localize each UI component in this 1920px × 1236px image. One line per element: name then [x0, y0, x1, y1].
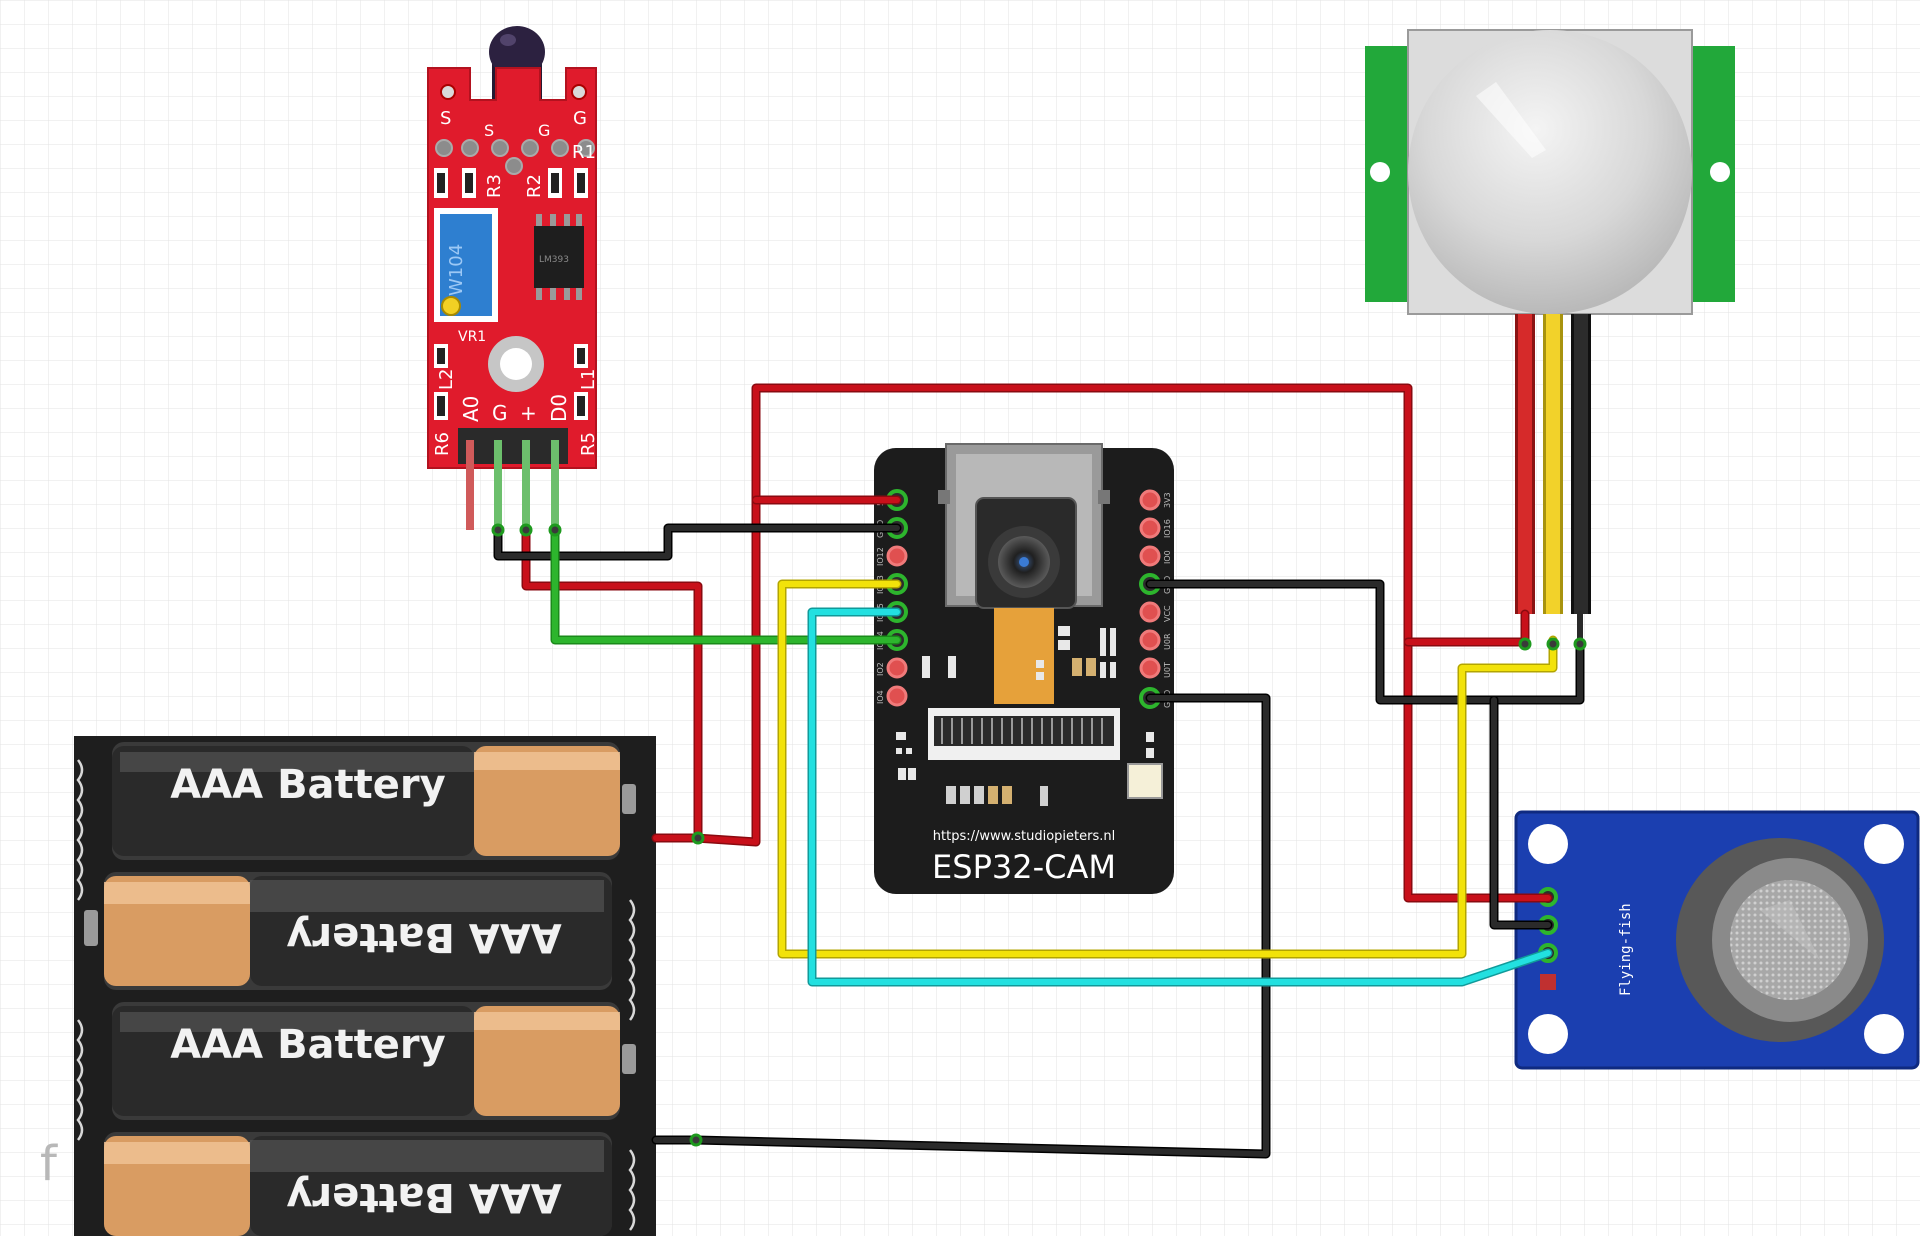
- pir-mount-hole-right: [1710, 162, 1730, 182]
- battery-4: AAA Battery: [104, 1132, 612, 1236]
- pir-dome: [1408, 30, 1692, 314]
- esp-pin-io16: IO16: [1163, 519, 1172, 538]
- esp-pin-io4: IO4: [876, 690, 885, 704]
- chip-text: LM393: [539, 255, 569, 265]
- flame-pin-a0: A0: [459, 396, 483, 422]
- flash-led: [1127, 763, 1163, 799]
- battery-3: AAA Battery: [112, 1002, 636, 1120]
- flame-header: [458, 428, 568, 464]
- gas-brand: Flying-fish: [1618, 903, 1634, 996]
- flame-pin-g: G: [492, 401, 508, 425]
- esp-pin-vcc: VCC: [1163, 605, 1172, 622]
- flame-smd-resistors: [434, 168, 588, 198]
- battery-pack[interactable]: AAA Battery AAA Battery AAA Battery: [40, 736, 656, 1236]
- flame-pin-d0: D0: [547, 394, 571, 422]
- watermark: f: [40, 1136, 58, 1192]
- flame-label-r6: R6: [432, 432, 453, 456]
- esp32-components: [896, 626, 1154, 780]
- flame-label-l2: L2: [436, 369, 457, 390]
- gas-sensor-module[interactable]: Flying-fish: [1514, 810, 1920, 1070]
- battery-2: AAA Battery: [84, 872, 612, 990]
- flame-smd-lower: [434, 344, 588, 420]
- esp-pin-io2: IO2: [876, 662, 885, 676]
- gas-mount-hole-tl: [1528, 824, 1568, 864]
- esp-pin-io0: IO0: [1163, 550, 1172, 564]
- esp32-name: ESP32-CAM: [932, 848, 1116, 886]
- flame-label-r3: R3: [484, 174, 505, 198]
- potentiometer: W104: [434, 208, 498, 322]
- esp32-cam-board[interactable]: 5V GND IO12 IO13 IO15 IO14 IO2 IO4 3V3 I…: [874, 443, 1174, 894]
- gas-mount-hole-tr: [1864, 824, 1904, 864]
- pir-sensor-module[interactable]: [1365, 29, 1735, 614]
- comparator-chip: LM393: [534, 214, 584, 300]
- flame-label-vr1: VR1: [458, 329, 486, 345]
- flame-pin-label-g: G: [538, 121, 550, 140]
- gas-mount-hole-bl: [1528, 1014, 1568, 1054]
- flame-pin-plus: +: [520, 401, 537, 425]
- pir-mount-hole-left: [1370, 162, 1390, 182]
- wire-endpoints: [491, 523, 1587, 1147]
- flame-label-l1: L1: [578, 369, 599, 390]
- battery-1: AAA Battery: [112, 742, 636, 860]
- flame-pin-label-s: S: [484, 121, 494, 140]
- flame-led-pads: [435, 139, 595, 175]
- esp-pin-3v3: 3V3: [1163, 492, 1172, 508]
- esp-pin-u0t: U0T: [1163, 662, 1172, 678]
- esp32-chip-row: [946, 786, 1048, 806]
- battery-4-label: AAA Battery: [286, 1174, 561, 1220]
- flame-top-label-s: S: [440, 108, 451, 129]
- flame-top-label-g: G: [573, 108, 587, 129]
- battery-2-label: AAA Battery: [286, 914, 561, 960]
- gas-mount-hole-br: [1864, 1014, 1904, 1054]
- camera-module: [975, 497, 1077, 704]
- pot-text: W104: [446, 244, 467, 296]
- esp32-url: https://www.studiopieters.nl: [933, 829, 1115, 844]
- battery-springs: [76, 759, 636, 1231]
- gas-sensor-can: [1676, 838, 1884, 1042]
- battery-1-label: AAA Battery: [170, 762, 445, 808]
- flame-sensor-module[interactable]: S G S G R1 R3 R2 W104: [427, 26, 599, 530]
- esp-pin-u0r: U0R: [1163, 633, 1172, 650]
- flame-label-r5: R5: [578, 432, 599, 456]
- flame-label-r1: R1: [572, 142, 596, 163]
- flame-label-r2: R2: [524, 174, 545, 198]
- fpc-connector: [928, 708, 1120, 760]
- esp-pin-io12: IO12: [876, 547, 885, 566]
- battery-3-label: AAA Battery: [170, 1022, 445, 1068]
